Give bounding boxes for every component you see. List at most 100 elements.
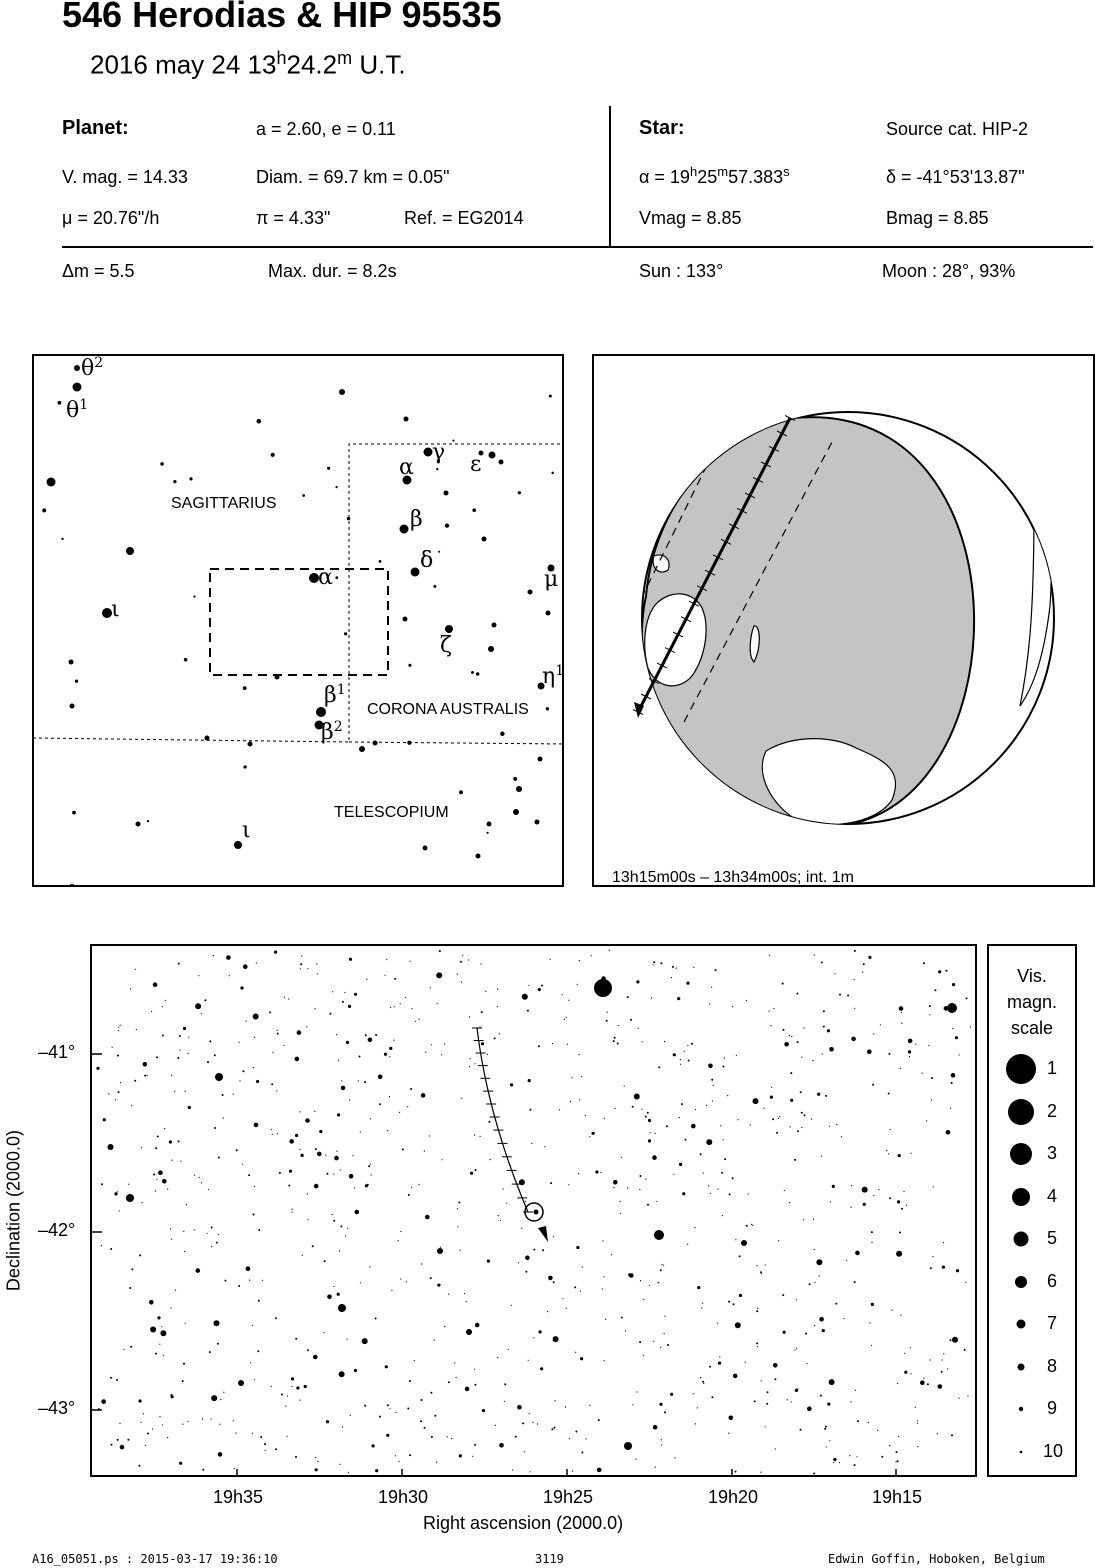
star	[636, 980, 640, 984]
star	[620, 1316, 623, 1319]
star	[510, 1304, 512, 1306]
star	[679, 1059, 682, 1061]
star	[639, 1280, 642, 1282]
star	[497, 1215, 499, 1217]
faint-star	[72, 810, 76, 815]
star	[901, 1011, 903, 1014]
star	[895, 1461, 897, 1463]
star	[466, 1329, 472, 1335]
star	[525, 1270, 528, 1273]
star	[931, 1077, 933, 1079]
star-vmag: Vmag = 8.85	[639, 208, 742, 228]
star	[548, 1275, 553, 1281]
star	[828, 1379, 835, 1386]
star	[386, 1404, 389, 1407]
star	[807, 1406, 812, 1412]
star	[288, 1184, 291, 1187]
star	[156, 1178, 158, 1180]
faint-star	[243, 765, 247, 769]
star	[183, 1362, 185, 1365]
star	[796, 1041, 799, 1044]
star	[181, 1380, 184, 1383]
star	[697, 1286, 701, 1290]
star	[177, 1140, 180, 1143]
star	[969, 1026, 972, 1028]
faint-star	[545, 707, 550, 711]
x-axis-label: Right ascension (2000.0)	[423, 1513, 624, 1533]
star	[458, 1201, 461, 1204]
star	[135, 1028, 137, 1031]
star	[428, 1135, 430, 1137]
star	[608, 949, 610, 951]
star	[194, 1174, 196, 1176]
star	[228, 975, 230, 977]
star	[625, 1330, 627, 1332]
path-direction-arrow	[634, 702, 644, 718]
star	[888, 1153, 890, 1155]
star	[910, 1152, 912, 1154]
star	[867, 1049, 872, 1054]
star	[238, 1380, 244, 1386]
star	[378, 1415, 381, 1418]
star	[210, 1226, 213, 1229]
star	[517, 1262, 519, 1264]
faint-star	[378, 560, 382, 563]
star	[781, 982, 784, 985]
star	[117, 1091, 120, 1094]
detailed-star-chart	[90, 944, 977, 1477]
star	[142, 1062, 148, 1067]
star	[454, 1362, 456, 1364]
star	[915, 1043, 917, 1045]
star	[554, 1400, 556, 1402]
star	[465, 1301, 467, 1303]
star	[358, 1055, 361, 1058]
constellation-corona-australis: CORONA AUSTRALIS	[367, 701, 529, 718]
star	[819, 1394, 822, 1397]
star	[364, 1404, 367, 1407]
x-tick-19h35: 19h35	[213, 1487, 264, 1507]
star	[167, 1437, 169, 1439]
star	[158, 1170, 163, 1175]
star	[686, 981, 690, 985]
star	[174, 1090, 176, 1092]
faint-star	[327, 466, 331, 470]
star	[941, 1359, 943, 1361]
star	[497, 988, 499, 990]
star	[871, 1241, 873, 1243]
star	[878, 1189, 880, 1191]
star	[468, 1066, 471, 1068]
star	[850, 1206, 852, 1208]
star	[929, 1267, 932, 1270]
star	[819, 1316, 824, 1322]
star	[134, 1079, 137, 1082]
star	[339, 1169, 341, 1171]
star	[162, 1354, 164, 1356]
star	[834, 973, 836, 975]
star	[687, 1243, 689, 1245]
star	[653, 961, 656, 964]
star	[529, 1108, 532, 1111]
star	[455, 1376, 457, 1379]
star	[528, 1413, 530, 1415]
star	[679, 1162, 683, 1166]
star	[553, 1426, 556, 1429]
star	[667, 1344, 670, 1346]
planet-vmag: V. mag. = 14.33	[62, 167, 188, 187]
star	[702, 1380, 705, 1383]
legend-mag-10: 10	[1043, 1441, 1064, 1461]
star	[768, 1010, 770, 1012]
star	[502, 1188, 504, 1190]
star	[805, 1332, 808, 1335]
star	[214, 1127, 217, 1129]
star	[184, 1090, 186, 1092]
star	[693, 966, 695, 968]
star	[473, 1134, 476, 1136]
star	[147, 1432, 149, 1435]
star	[346, 1338, 348, 1340]
star	[580, 1357, 584, 1361]
star	[429, 987, 431, 989]
faint-star	[335, 576, 339, 580]
star	[174, 1289, 177, 1291]
faint-star	[57, 400, 62, 405]
star	[288, 1169, 293, 1173]
